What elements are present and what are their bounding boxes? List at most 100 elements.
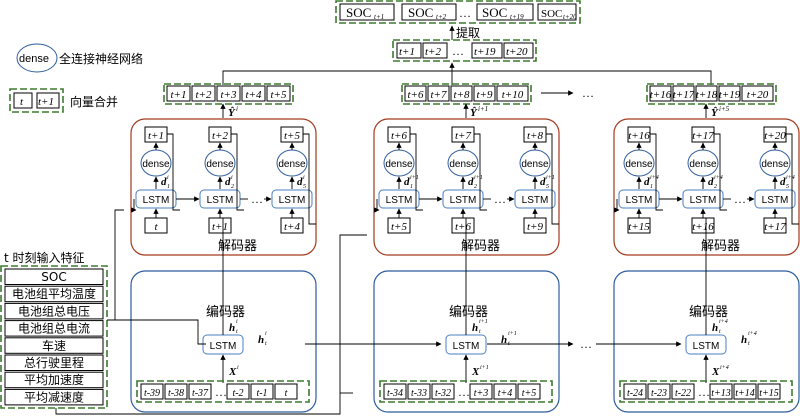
d-sup: i (231, 175, 233, 181)
h-pass-sub: t (265, 341, 267, 347)
d-label: d (540, 176, 546, 188)
input-step-label: t (285, 388, 288, 399)
y-hat-sup: i+1 (478, 105, 488, 113)
h-label: h (472, 322, 478, 334)
feature-row (4, 285, 104, 303)
svg-text:SOC: SOC (346, 5, 371, 20)
hidden-ellipsis: … (580, 337, 592, 351)
output-step-label: t+18 (696, 89, 718, 101)
decoder-in-label: t+1 (212, 221, 228, 233)
d-label: d (780, 176, 786, 188)
d-label: d (644, 176, 650, 188)
svg-text:t: t (20, 96, 24, 108)
decoder-lstm (754, 189, 796, 209)
input-step-box (226, 383, 250, 400)
h-pass-label: h (741, 334, 747, 346)
input-step-box (407, 383, 431, 400)
feature-label: 平均减速度 (24, 389, 84, 404)
output-step-label: t+10 (502, 89, 524, 101)
decoder-out-label: t+8 (527, 130, 543, 142)
input-step-label: t+14 (735, 388, 755, 399)
decoder-lstm (514, 189, 556, 209)
svg-text:SOC: SOC (408, 5, 433, 20)
input-ellipsis: … (215, 385, 227, 399)
output-step-label: t+16 (650, 89, 672, 101)
dense-label: dense (142, 159, 170, 170)
decoder-in-label: t+16 (692, 221, 714, 233)
input-step-label: t+5 (522, 388, 537, 399)
feature-to-stage1-decoder (107, 209, 124, 321)
decoder-in-box (144, 217, 168, 234)
h-pass-sub: t (748, 341, 750, 347)
feature-to-stage2-decoder (55, 234, 367, 415)
d-sup: i (167, 175, 169, 181)
dense-label: dense (689, 159, 717, 170)
dense-label: dense (278, 159, 306, 170)
d-sub: 2 (231, 184, 234, 190)
lstm-label: LSTM (626, 195, 653, 206)
encoder-frame (373, 270, 560, 413)
decoder-ellipsis: … (251, 192, 263, 206)
y-hat-label: Ŷ (711, 107, 719, 119)
d-sub: 5 (786, 184, 789, 190)
svg-text:SOC: SOC (482, 5, 507, 20)
x-label: X (711, 366, 720, 378)
feature-label: 电池组总电压 (18, 304, 90, 318)
d-sup: i (303, 175, 305, 181)
svg-text:…: … (452, 44, 464, 58)
output-step-label: t+6 (408, 89, 424, 101)
encoder-label: 编码器 (449, 305, 488, 320)
feature-row (4, 371, 104, 389)
encoder-label: 编码器 (206, 305, 245, 320)
dense-label: dense (761, 159, 789, 170)
feature-row (4, 354, 104, 371)
h-sub: t (479, 329, 481, 335)
lstm-label: LSTM (690, 195, 717, 206)
output-step-box (672, 85, 695, 102)
svg-text:t+19: t+19 (510, 13, 524, 21)
svg-text:t+20: t+20 (563, 13, 577, 21)
decoder-frame (130, 118, 317, 256)
input-step-label: t+13 (711, 388, 731, 399)
decoder-label: 解码器 (461, 239, 500, 254)
output-step-label: t+19 (719, 89, 741, 101)
svg-text:t+2: t+2 (436, 13, 447, 21)
output-ellipsis: … (582, 86, 594, 100)
input-step-label: t+3 (474, 388, 489, 399)
output-step-label: t+8 (454, 89, 470, 101)
soc-ellipsis: … (459, 6, 471, 20)
decoder-frame (373, 118, 560, 256)
input-step-label: t-22 (675, 388, 691, 399)
input-ellipsis: … (458, 385, 470, 399)
feature-row (4, 320, 104, 337)
output-step-label: t+9 (477, 89, 493, 101)
input-step-label: t-1 (256, 388, 267, 399)
y-hat-sup: i (236, 105, 238, 113)
h-pass-sup: i (265, 331, 267, 337)
decoder-label: 解码器 (701, 239, 740, 254)
decoder-out-label: t+7 (455, 130, 471, 142)
lstm-label: LSTM (386, 195, 413, 206)
lstm-label: LSTM (143, 195, 170, 206)
decoder-out-box (691, 126, 715, 143)
input-step-label: t-32 (435, 388, 451, 399)
decoder-in-box (763, 217, 787, 234)
d-sub: 1 (410, 184, 413, 190)
input-step-box (733, 383, 757, 400)
d-label: d (161, 176, 167, 188)
input-step-label: t-24 (627, 388, 643, 399)
input-step-label: t-39 (144, 388, 160, 399)
feature-label: 电池组平均温度 (12, 286, 96, 301)
decoder-in-box (691, 217, 715, 234)
output-step-box (695, 85, 718, 102)
y-hat-label: Ŷ (470, 107, 478, 119)
output-step-box (741, 85, 774, 102)
svg-text:t+1: t+1 (399, 46, 415, 58)
y-hat-sup: i+5 (719, 105, 730, 113)
